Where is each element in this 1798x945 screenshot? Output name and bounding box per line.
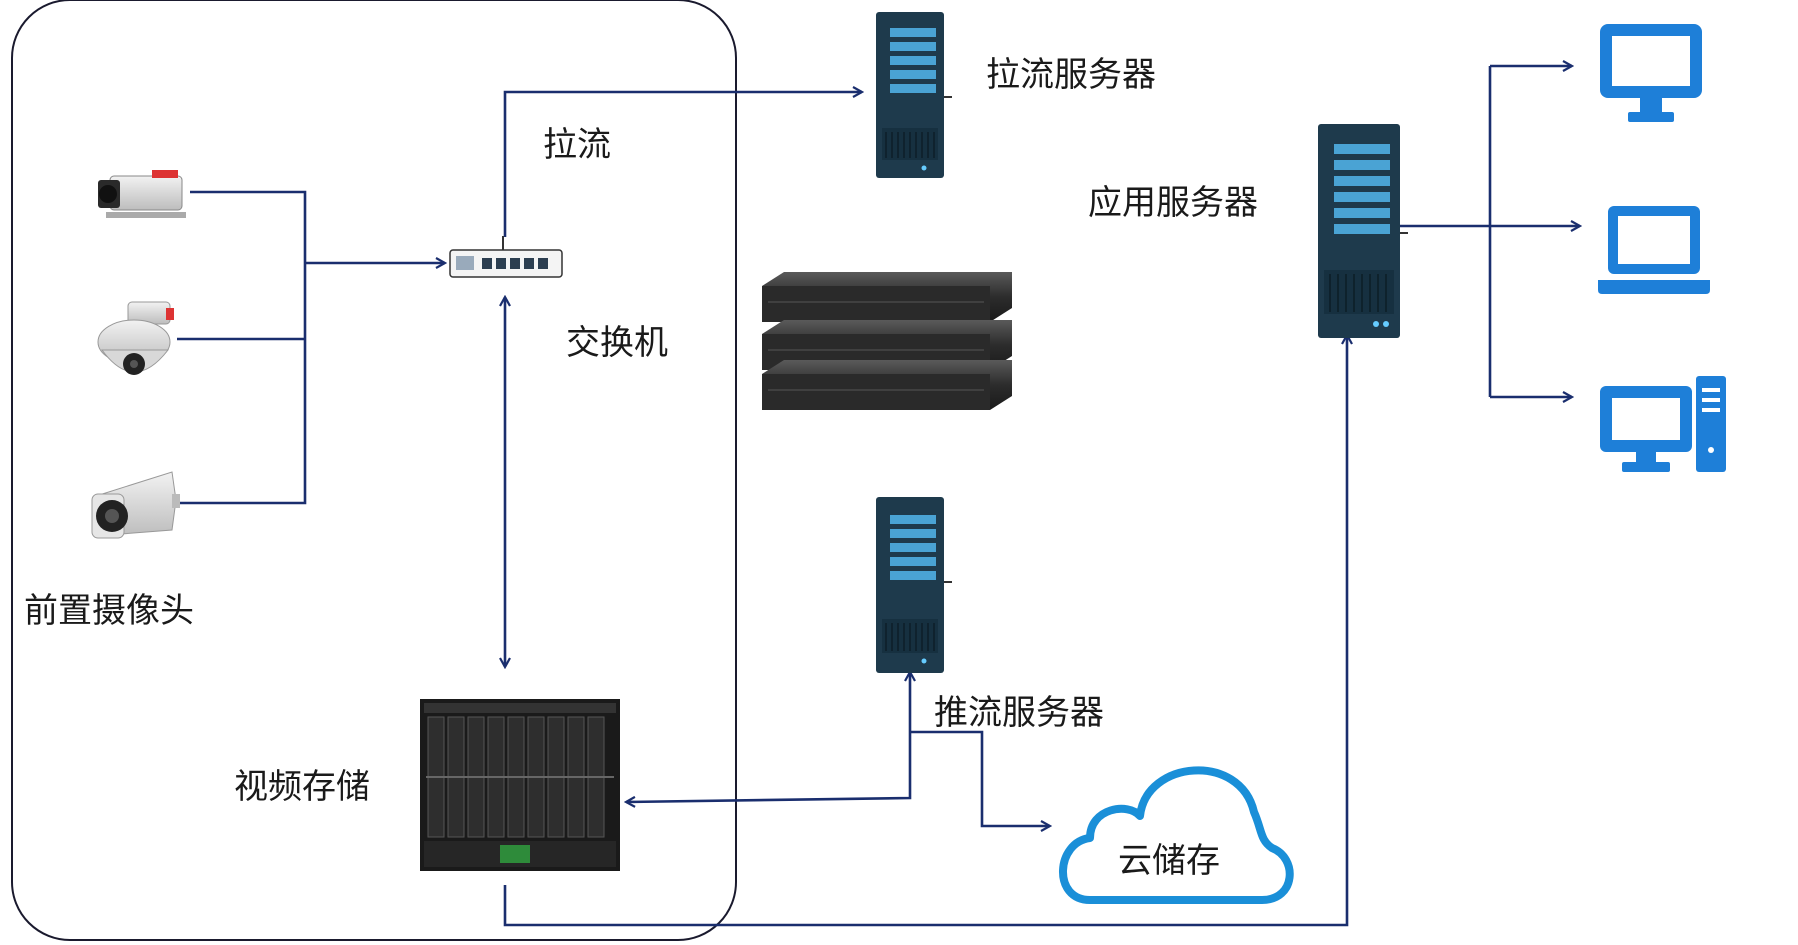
local-network-boundary: [11, 0, 737, 941]
label-video-storage: 视频存储: [234, 767, 370, 807]
cloud-icon: [1059, 766, 1294, 904]
tube-camera-icon: [91, 471, 180, 539]
desktop-pc-icon: [1600, 376, 1726, 472]
monitor-icon: [1600, 24, 1702, 122]
connector-lines: [175, 66, 1580, 927]
tower-server-icon: [876, 12, 952, 178]
blade-storage-icon: [420, 699, 620, 871]
tower-server-icon: [1318, 124, 1408, 338]
rack-server-icon: [762, 360, 1012, 410]
label-cloud-storage: 云储存: [1118, 841, 1220, 881]
label-pull-stream: 拉流: [543, 125, 611, 165]
network-switch-icon: [449, 236, 563, 278]
laptop-icon: [1598, 206, 1710, 294]
label-app-server: 应用服务器: [1088, 183, 1258, 223]
label-pull-server: 拉流服务器: [986, 55, 1156, 95]
tower-server-icon: [876, 497, 952, 673]
dome-camera-icon: [97, 301, 174, 375]
box-camera-icon: [98, 170, 186, 218]
rack-server-icon: [762, 272, 1012, 322]
label-front-cameras: 前置摄像头: [24, 591, 194, 631]
label-switch: 交换机: [566, 323, 668, 363]
label-push-server: 推流服务器: [934, 693, 1104, 733]
